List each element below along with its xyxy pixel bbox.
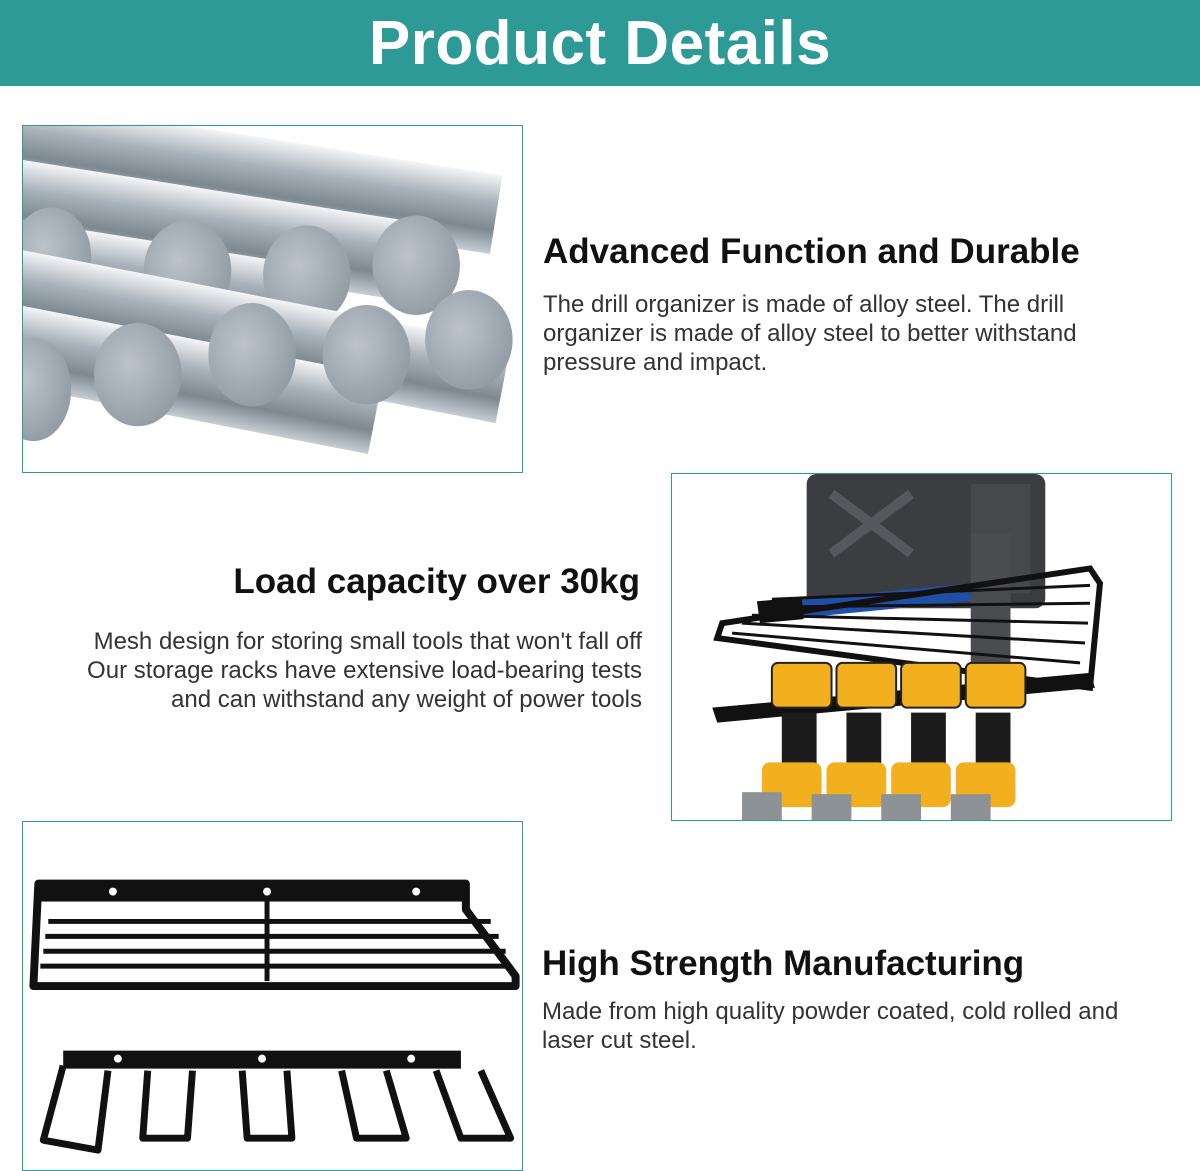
shelf-illustration xyxy=(23,822,522,1170)
section-heading-load-capacity: Load capacity over 30kg xyxy=(233,562,640,601)
steel-rods-image xyxy=(22,125,523,473)
section-heading-manufacturing: High Strength Manufacturing xyxy=(542,944,1025,983)
section-body-load-capacity: Mesh design for storing small tools that… xyxy=(2,627,642,714)
loaded-tool-rack-image xyxy=(671,473,1172,821)
header-banner: Product Details xyxy=(0,0,1200,86)
section-body-durable: The drill organizer is made of alloy ste… xyxy=(543,291,1077,376)
steel-rods-illustration xyxy=(23,126,522,472)
loaded-rack-illustration xyxy=(672,474,1171,820)
body-line: and can withstand any weight of power to… xyxy=(171,686,642,713)
body-line: Mesh design for storing small tools that… xyxy=(93,628,642,655)
section-heading-durable: Advanced Function and Durable xyxy=(543,232,1080,271)
section-body-manufacturing: Made from high quality powder coated, co… xyxy=(542,998,1119,1054)
page-title: Product Details xyxy=(368,8,832,78)
shelf-and-drill-holder-image xyxy=(22,821,523,1171)
body-line: Our storage racks have extensive load-be… xyxy=(87,657,642,684)
